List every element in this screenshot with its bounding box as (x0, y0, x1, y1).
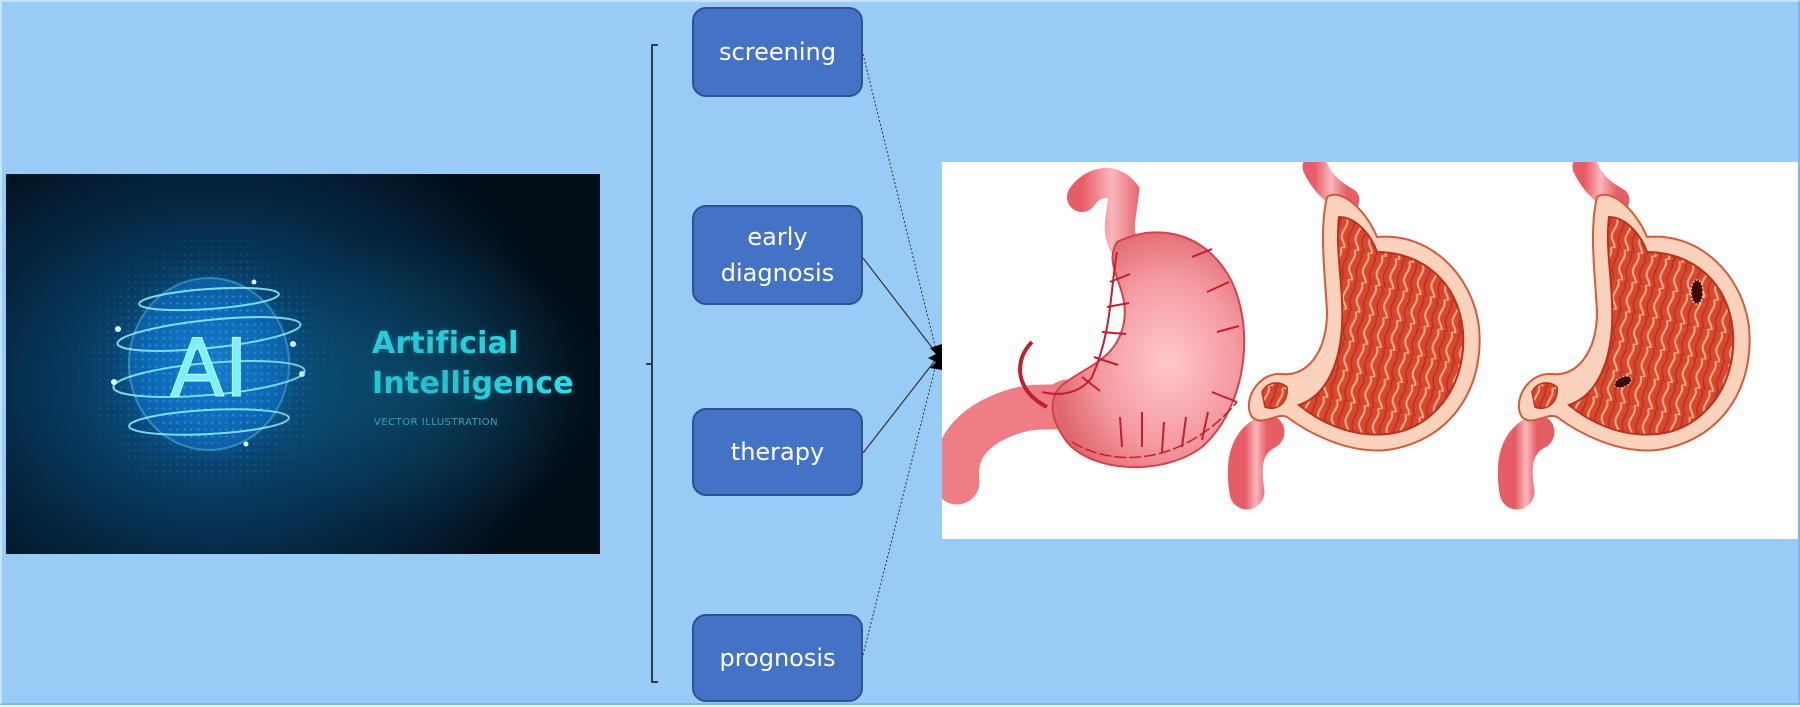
stomach-exterior-icon (942, 168, 1246, 505)
prognosis-label: prognosis (719, 644, 836, 672)
ai-subtitle: VECTOR ILLUSTRATION (374, 417, 499, 428)
screening-box: screening (692, 7, 863, 97)
screening-label: screening (719, 38, 836, 66)
stomach-illustrations (942, 162, 1751, 510)
stomach-ulcer-icon (1497, 162, 1751, 510)
therapy-label: therapy (730, 438, 825, 466)
early-diagnosis-box: early diagnosis (692, 205, 863, 305)
ai-illustration: AI Artificial Intelligence VECTOR ILLUST… (6, 174, 600, 554)
early-diagnosis-label: early diagnosis (720, 223, 835, 287)
therapy-box: therapy (692, 408, 863, 496)
prognosis-box: prognosis (692, 614, 863, 702)
stomach-cross-section-icon (1227, 162, 1481, 510)
bracket-line (646, 44, 658, 683)
connector-lines (862, 53, 938, 656)
arrowhead-icon (928, 344, 942, 370)
svg-text:AI: AI (170, 322, 248, 415)
ai-globe-icon: AI (69, 226, 349, 506)
stomach-illustrations-panel (942, 162, 1798, 539)
ai-title-line2: Intelligence (372, 366, 574, 401)
ai-title-line1: Artificial (372, 326, 519, 361)
